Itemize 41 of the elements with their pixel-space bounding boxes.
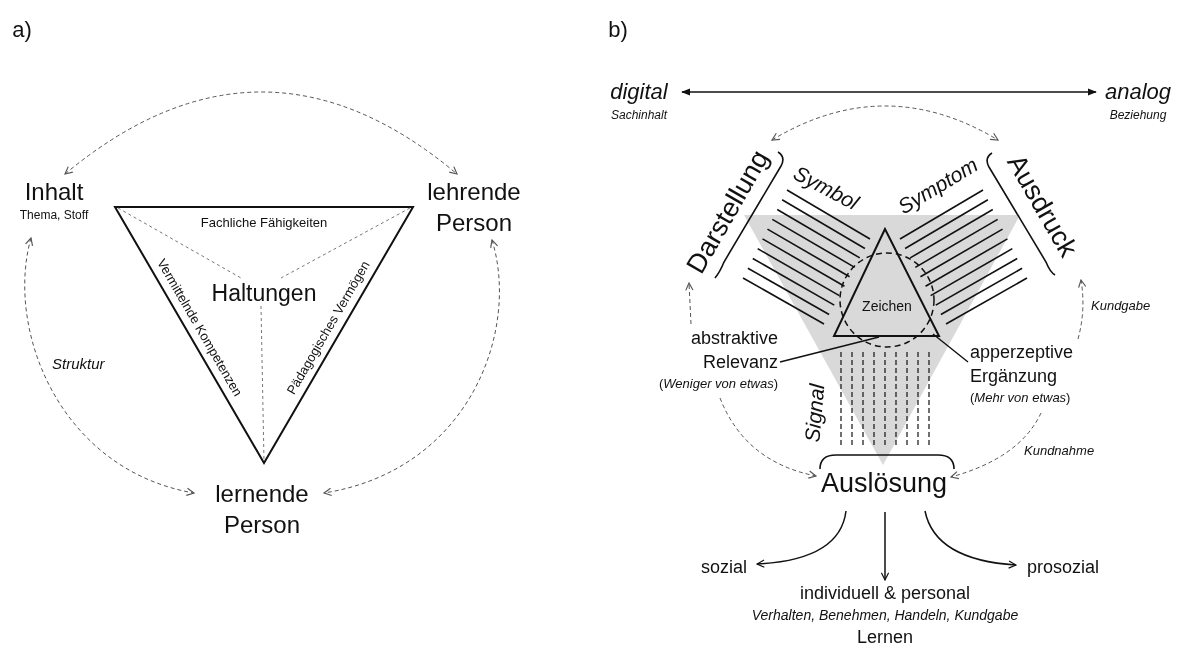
- leader-line: [932, 333, 969, 363]
- subtitle: Thema, Stoff: [18, 207, 90, 224]
- axis-end-label: analog: [1103, 78, 1173, 106]
- node-label: Inhalt: [23, 178, 85, 206]
- subtitle: Beziehung: [1108, 107, 1168, 124]
- node-label: abstraktive Relevanz: [689, 327, 778, 374]
- arrow: [1077, 279, 1087, 340]
- subtitle: (Mehr von etwas): [970, 389, 1072, 407]
- double-headed-arrow: [64, 91, 458, 175]
- arrow: [719, 397, 817, 479]
- node-label: lehrende Person: [418, 176, 530, 238]
- center-label: Haltungen: [211, 279, 317, 307]
- axis-label: Signal: [800, 382, 830, 444]
- double-headed-arrow: [771, 105, 999, 141]
- node-label: Auslösung: [820, 466, 948, 500]
- double-headed-arrow: [681, 88, 1097, 96]
- arrow: [756, 510, 847, 568]
- axis-end-label: digital: [609, 78, 669, 106]
- node-label: Zeichen: [862, 297, 912, 315]
- side-label: Fachliche Fähigkeiten: [200, 215, 328, 231]
- node-label: Lernen: [855, 626, 915, 649]
- panel-label: b): [608, 17, 628, 43]
- arrow: [924, 510, 1017, 569]
- edge-label: Kundgabe: [1091, 298, 1151, 313]
- subtitle: Sachinhalt: [609, 107, 669, 124]
- double-headed-arrow: [323, 239, 500, 496]
- subtitle: (Weniger von etwas): [658, 375, 778, 393]
- arrow: [880, 511, 890, 581]
- panel-label: a): [12, 17, 32, 43]
- node-label: individuell & personal: [798, 582, 972, 605]
- leader-line: [779, 336, 880, 363]
- node-label: lernende Person: [198, 478, 326, 540]
- double-headed-arrow: [24, 237, 195, 496]
- arrow: [950, 412, 1042, 479]
- edge-label: Kundnahme: [1024, 443, 1095, 458]
- node-label: apperzeptive Ergänzung: [970, 341, 1075, 388]
- subtitle: Verhalten, Benehmen, Handeln, Kundgabe: [750, 606, 1020, 625]
- node-label: prosozial: [1018, 555, 1108, 579]
- arrow: [685, 282, 694, 325]
- edge-label: Struktur: [52, 355, 105, 372]
- node-label: sozial: [694, 555, 754, 579]
